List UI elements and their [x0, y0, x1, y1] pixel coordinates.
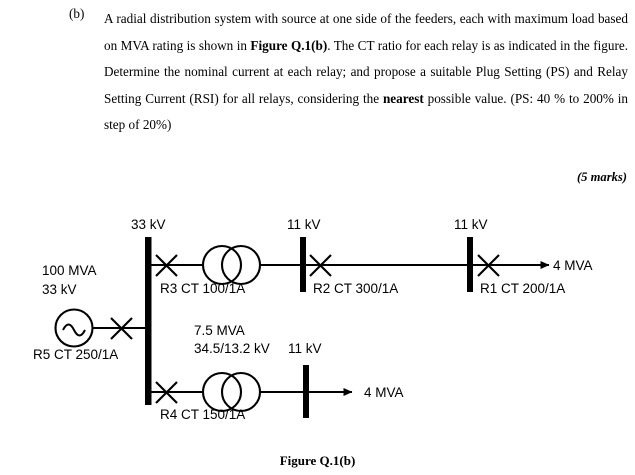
- figure-caption: Figure Q.1(b): [279, 453, 356, 468]
- source-voltage-label: 33 kV: [42, 282, 77, 297]
- relay-x-r4-icon: [155, 381, 178, 404]
- question-text: A radial distribution system with source…: [104, 11, 629, 132]
- relay-x-r1-icon: [477, 254, 500, 277]
- bus-33kv-label: 33 kV: [131, 217, 166, 232]
- source-rating-label: 100 MVA: [42, 263, 97, 278]
- relay-x-r3-icon: [155, 254, 178, 277]
- question-block: (b) A radial distribution system with so…: [0, 0, 635, 200]
- relay-r5-label: R5 CT 250/1A: [33, 347, 118, 362]
- transformer-lower-rating-label: 7.5 MVA: [194, 323, 245, 338]
- relay-x-r5-icon: [110, 317, 133, 340]
- relay-r2-label: R2 CT 300/1A: [313, 281, 398, 296]
- bus-11kv-r4-label: 11 kV: [288, 341, 322, 356]
- ac-source-icon: [54, 308, 94, 348]
- transformer-lower: [201, 371, 262, 413]
- bus-11kv-r1-label: 11 kV: [454, 217, 488, 232]
- question-label: (b): [69, 6, 85, 21]
- relay-r4-label: R4 CT 150/1A: [160, 407, 245, 422]
- marks-note: (5 marks): [576, 170, 627, 184]
- bus-33kv: [145, 237, 152, 405]
- bus-11kv-r2-label: 11 kV: [287, 217, 321, 232]
- load-lower-label: 4 MVA: [364, 385, 404, 400]
- relay-x-r2-icon: [309, 254, 332, 277]
- transformer-upper: [201, 244, 262, 286]
- relay-r1-label: R1 CT 200/1A: [480, 281, 565, 296]
- load-upper-label: 4 MVA: [553, 258, 593, 273]
- figure-diagram: 33 kV 11 kV 11 kV 11 kV 100 MVA 33 kV R5…: [0, 200, 635, 475]
- transformer-lower-voltage-label: 34.5/13.2 kV: [194, 341, 270, 356]
- relay-r3-label: R3 CT 100/1A: [160, 281, 245, 296]
